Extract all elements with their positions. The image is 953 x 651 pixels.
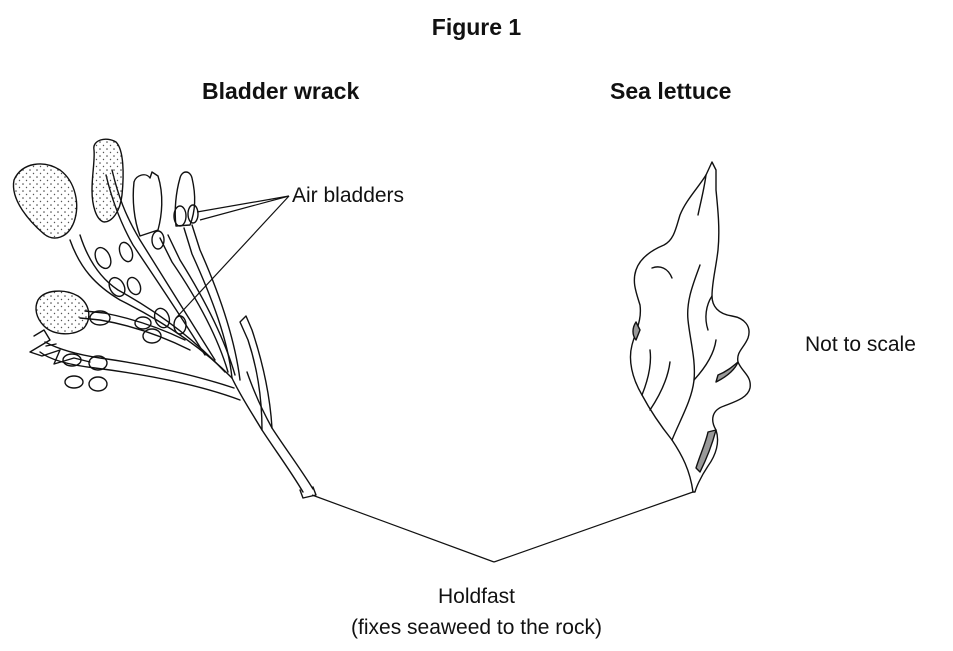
air-bladders-label: Air bladders bbox=[292, 184, 404, 208]
sea-lettuce-drawing bbox=[630, 162, 750, 492]
holdfast-description: (fixes seaweed to the rock) bbox=[0, 612, 953, 644]
holdfast-pointers bbox=[312, 492, 693, 562]
bladder-wrack-drawing bbox=[13, 139, 316, 498]
holdfast-label: Holdfast bbox=[0, 581, 953, 613]
not-to-scale-note: Not to scale bbox=[805, 333, 916, 357]
